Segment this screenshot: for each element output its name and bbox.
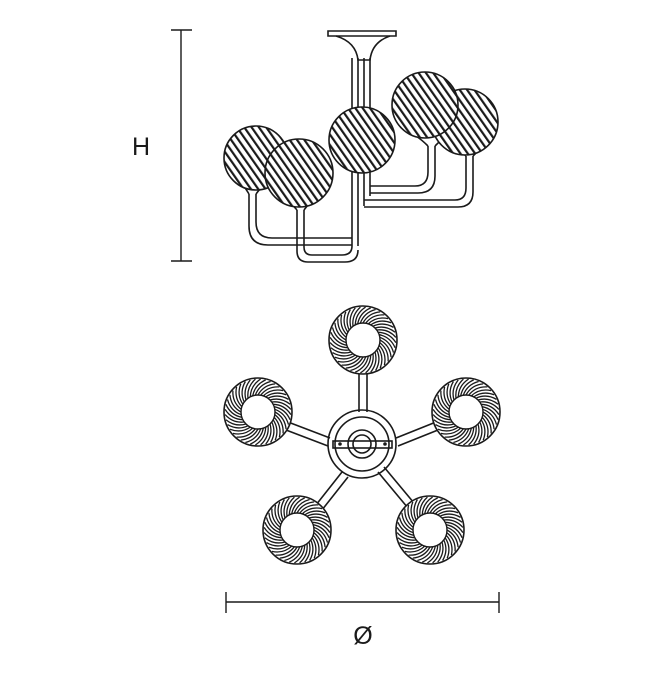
- diameter-dimension: [225, 592, 500, 613]
- chandelier-top-view-icon: [223, 305, 501, 565]
- height-label: H: [132, 133, 150, 161]
- top-view-globe-icon: [395, 495, 465, 565]
- chandelier-side-view-icon: [223, 30, 499, 263]
- diameter-label: Ø: [353, 622, 372, 650]
- top-view-globe-icon: [328, 305, 398, 375]
- top-view-globe-icon: [223, 377, 293, 447]
- height-dimension: [171, 29, 192, 262]
- top-view-globe-icon: [262, 495, 332, 565]
- top-view-globe-icon: [431, 377, 501, 447]
